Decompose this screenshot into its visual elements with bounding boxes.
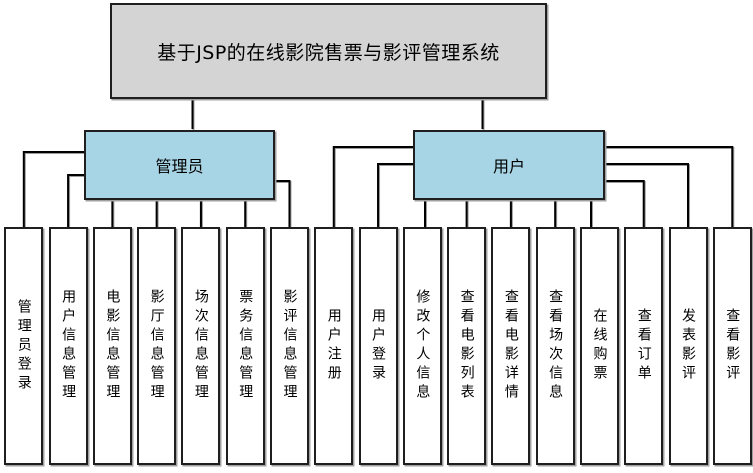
leaf-label: 场次信息管理 [192,289,209,403]
leaf-node: 电影信息管理 [92,227,132,465]
leaf-label: 用户信息管理 [60,289,77,403]
leaf-node: 票务信息管理 [225,227,265,465]
leaf-node: 影厅信息管理 [137,227,177,465]
leaf-label: 用户登录 [370,308,387,384]
leaf-node: 影评信息管理 [269,227,309,465]
leaf-node: 场次信息管理 [181,227,221,465]
leaf-label: 查看订单 [635,308,652,384]
branch-admin-label: 管理员 [155,157,204,176]
leaf-node: 用户信息管理 [48,227,88,465]
connector-line [22,151,85,228]
leaf-label: 发表影评 [680,308,696,384]
leaf-label: 查看电影详情 [502,289,519,403]
connector-line [67,174,85,228]
leaf-label: 电影信息管理 [104,289,121,403]
branch-user-label: 用户 [492,157,525,176]
leaf-node: 查看场次信息 [535,227,575,465]
connector-line [604,146,734,228]
leaf-node: 管理员登录 [4,227,44,465]
leaf-label: 在线购票 [591,308,608,384]
leaf-node: 查看电影列表 [447,227,487,465]
leaf-label: 修改个人信息 [414,289,431,403]
title-node: 基于JSP的在线影院售票与影评管理系统 [110,3,547,99]
connector-line [274,180,291,228]
connector-line [332,146,414,228]
leaf-label: 管理员登录 [15,298,32,394]
title-label: 基于JSP的在线影院售票与影评管理系统 [157,41,500,64]
connector-line [604,163,689,228]
leaf-label: 影厅信息管理 [148,289,165,403]
leaf-label: 票务信息管理 [237,289,254,403]
leaf-node: 在线购票 [579,227,619,465]
leaf-node: 查看订单 [624,227,664,465]
leaf-node: 发表影评 [668,227,708,465]
branch-node-user: 用户 [413,130,605,200]
leaf-node: 修改个人信息 [402,227,442,465]
connector-line [377,163,414,228]
leaf-node: 用户注册 [314,227,354,465]
leaf-node: 查看电影详情 [491,227,531,465]
leaf-node: 用户登录 [358,227,398,465]
leaf-label: 影评信息管理 [281,289,298,403]
connector-line [604,180,645,228]
leaf-label: 查看影评 [724,308,741,384]
leaf-label: 查看电影列表 [458,289,475,403]
branch-node-admin: 管理员 [84,130,275,200]
leaf-label: 查看场次信息 [547,289,564,403]
leaf-node: 查看影评 [712,227,752,465]
leaf-label: 用户注册 [325,308,342,384]
